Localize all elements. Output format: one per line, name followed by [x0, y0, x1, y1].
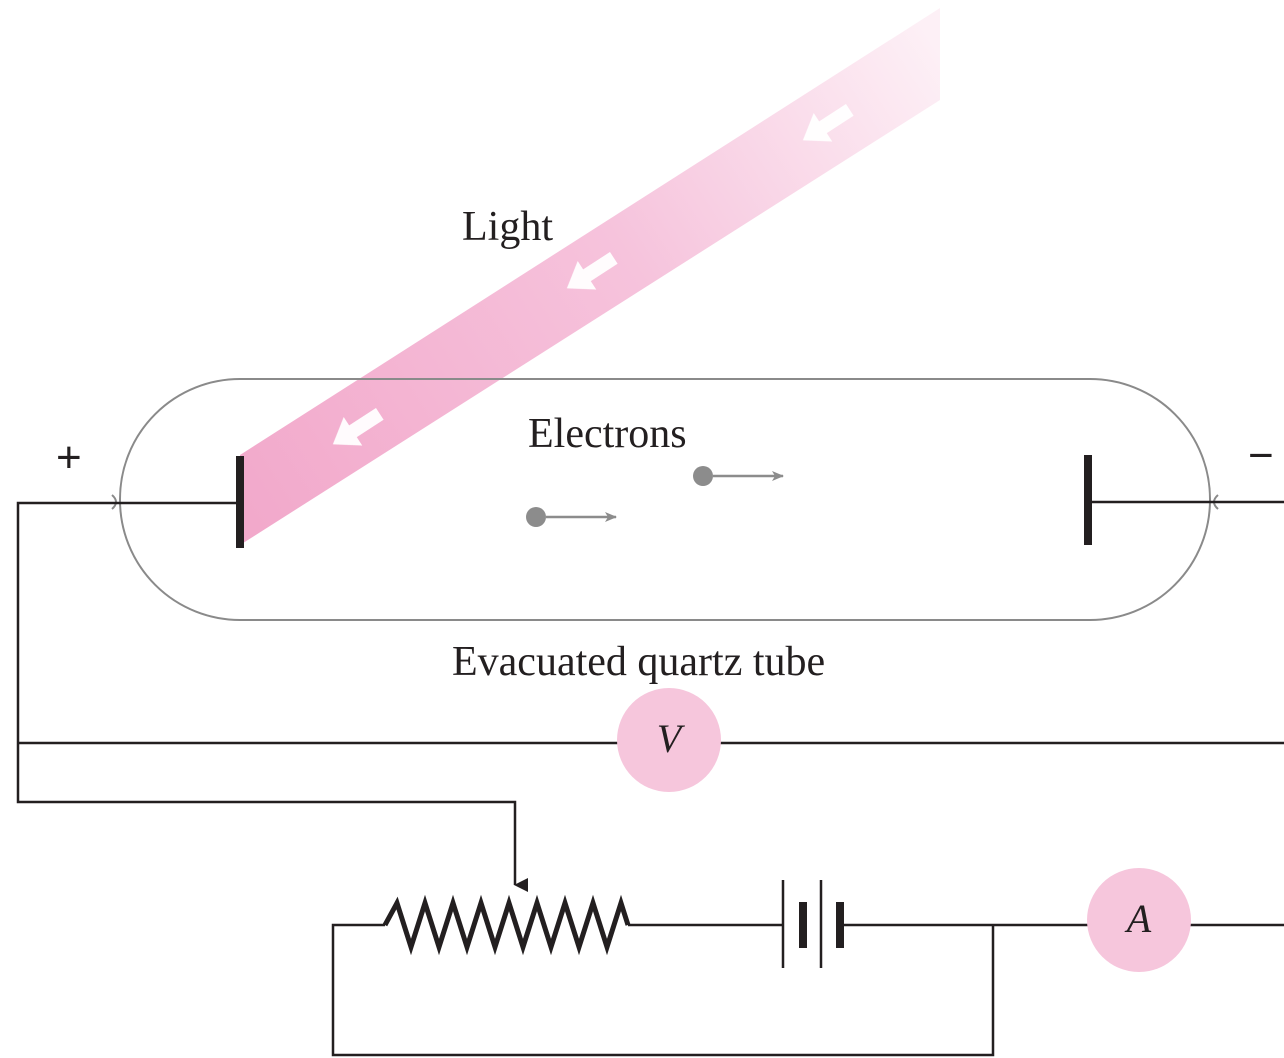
electron-1: [526, 507, 617, 527]
battery-icon: [781, 880, 844, 968]
ammeter-label: A: [1124, 896, 1152, 941]
electron-2: [693, 466, 784, 486]
voltmeter-label: V: [657, 716, 686, 761]
quartz-tube: [119, 378, 1211, 621]
tube-label: Evacuated quartz tube: [452, 639, 825, 685]
plus-sign: +: [56, 433, 82, 482]
minus-sign: −: [1248, 431, 1274, 480]
voltmeter: [617, 688, 721, 792]
arrow-down-left-icon: [332, 103, 854, 446]
circuit-wires: [16, 500, 1284, 1057]
electrons-label: Electrons: [528, 411, 687, 457]
variable-resistor-icon: [382, 894, 631, 956]
light-label: Light: [462, 204, 553, 250]
ammeter: [1087, 868, 1191, 972]
light-beam: [240, 8, 940, 545]
